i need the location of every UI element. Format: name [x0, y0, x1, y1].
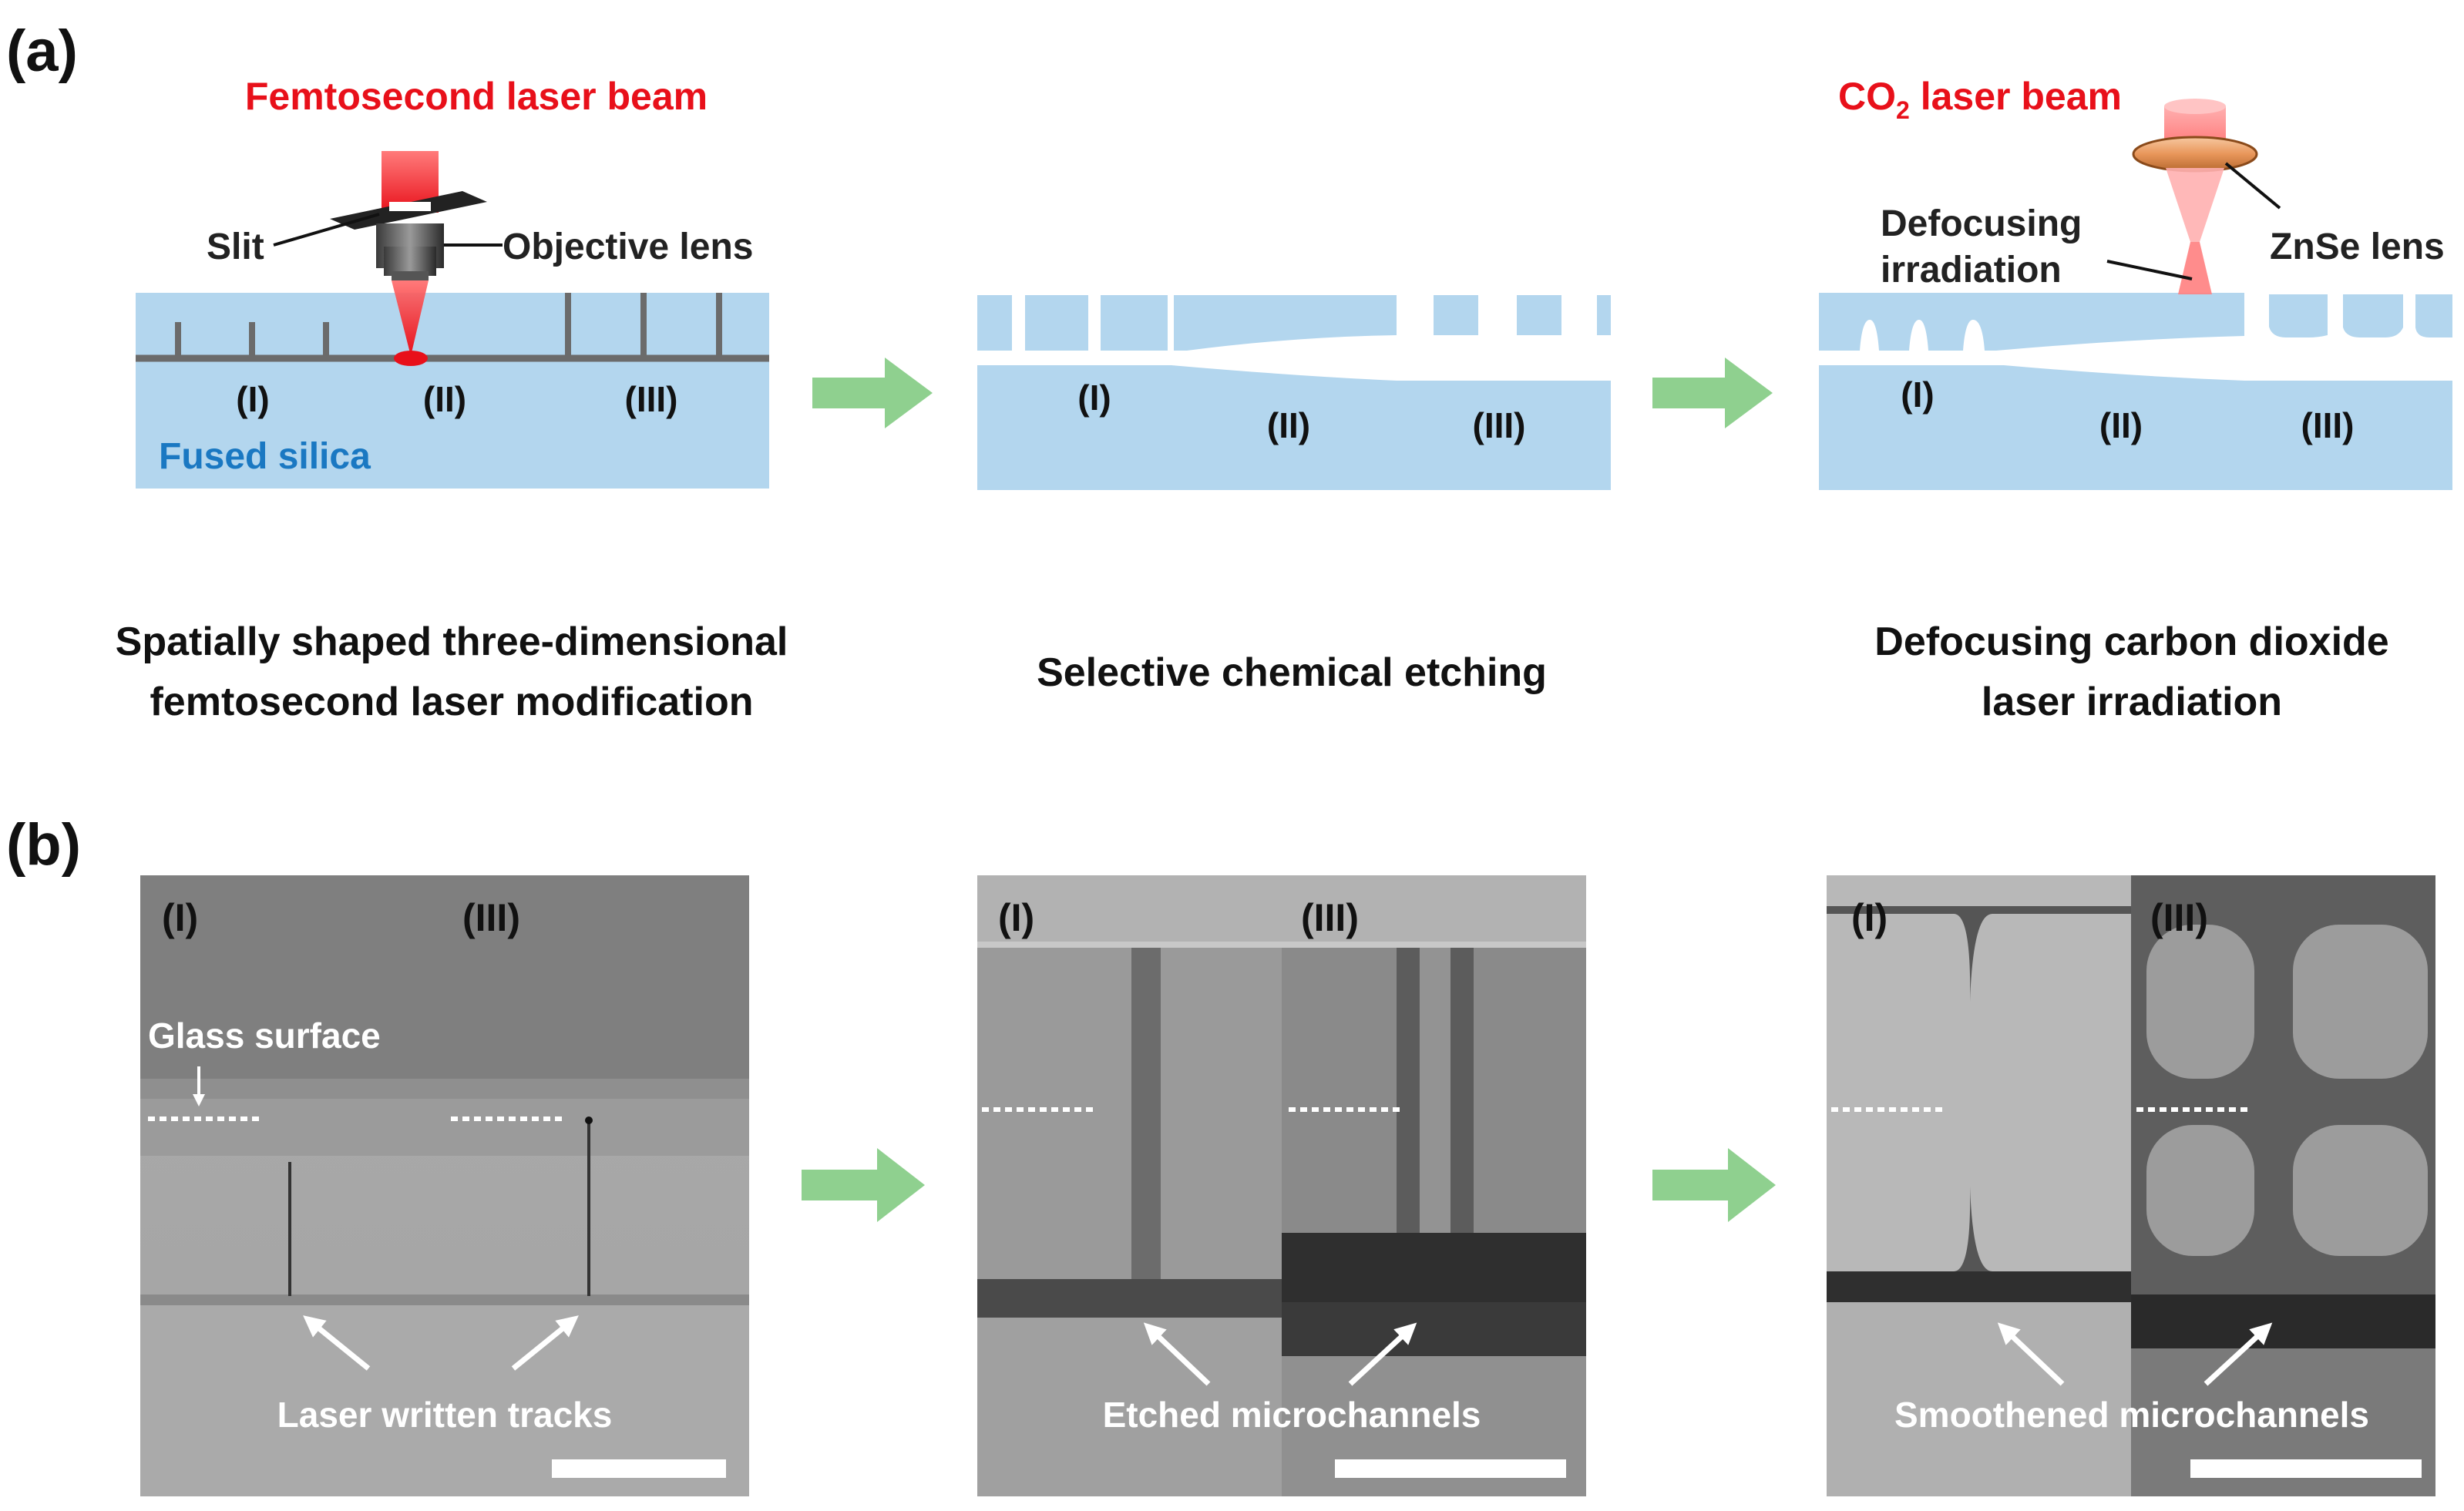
etched-channel-1 — [1131, 948, 1161, 1279]
micro1-roman-right: (III) — [462, 896, 520, 939]
laser-tracks — [175, 293, 722, 358]
step3-schematic — [1819, 293, 2452, 490]
step1-roman-1: (I) — [236, 379, 269, 419]
glass-surface-label: Glass surface — [148, 1016, 381, 1056]
slit-opening — [389, 202, 431, 211]
micro1-label: Laser written tracks — [277, 1395, 613, 1435]
defocusing-label-line1: Defocusing — [1881, 203, 2082, 244]
process-arrow-1 — [812, 358, 933, 428]
micrograph-2 — [977, 875, 1586, 1496]
micro3-label: Smoothened microchannels — [1894, 1395, 2369, 1435]
co2-title: CO2 laser beam — [1838, 75, 2122, 124]
smoothened-channel-1-top — [1954, 914, 1992, 1002]
caption-3-line2: laser irradiation — [1982, 680, 2282, 724]
step3-roman-2: (II) — [2099, 405, 2143, 445]
focused-beam — [392, 280, 429, 356]
scale-bar-1 — [552, 1459, 726, 1478]
scale-bar-2 — [1335, 1459, 1566, 1478]
caption-1-line1: Spatially shaped three-dimensional — [116, 620, 788, 664]
focal-spot — [394, 351, 428, 366]
objective-lens-label: Objective lens — [503, 227, 753, 267]
step2-roman-1: (I) — [1077, 378, 1111, 418]
step2-roman-2: (II) — [1267, 405, 1310, 445]
znse-lens-label: ZnSe lens — [2270, 227, 2445, 267]
micrograph-3 — [1827, 875, 2435, 1496]
micro3-roman-left: (I) — [1851, 896, 1887, 939]
znse-lens — [2132, 136, 2258, 173]
micrograph-1 — [140, 875, 749, 1496]
micro1-roman-left: (I) — [162, 896, 198, 939]
defocusing-label-line2: irradiation — [1881, 250, 2062, 290]
diverging-beam — [2178, 242, 2212, 294]
step3-roman-1: (I) — [1901, 374, 1934, 415]
step1-schematic — [136, 151, 769, 489]
step2-schematic — [977, 295, 1611, 490]
smoothened-channel-1-bottom — [1954, 1187, 1992, 1271]
caption-3-line1: Defocusing carbon dioxide — [1874, 620, 2388, 664]
micro2-roman-left: (I) — [998, 896, 1034, 939]
panel-a-letter: (a) — [6, 18, 78, 84]
panel-b-letter: (b) — [6, 812, 81, 878]
fused-silica-label: Fused silica — [159, 436, 371, 477]
process-arrow-4 — [1652, 1148, 1776, 1222]
fused-silica-block — [136, 293, 769, 489]
step1-roman-2: (II) — [423, 379, 466, 419]
scale-bar-3 — [2190, 1459, 2422, 1478]
slit-label: Slit — [207, 227, 264, 267]
micro2-label: Etched microchannels — [1103, 1395, 1481, 1435]
micro3-roman-right: (III) — [2150, 896, 2208, 939]
caption-1-line2: femtosecond laser modification — [150, 680, 753, 724]
process-arrow-2 — [1652, 358, 1773, 428]
co2-optics — [2106, 99, 2281, 294]
micro2-roman-right: (III) — [1301, 896, 1359, 939]
femto-title: Femtosecond laser beam — [245, 75, 708, 118]
step2-roman-3: (III) — [1473, 405, 1526, 445]
step1-roman-3: (III) — [625, 379, 678, 419]
process-arrow-3 — [802, 1148, 925, 1222]
step3-roman-3: (III) — [2301, 405, 2355, 445]
caption-2-line1: Selective chemical etching — [1037, 650, 1547, 695]
converging-beam — [2166, 168, 2224, 242]
